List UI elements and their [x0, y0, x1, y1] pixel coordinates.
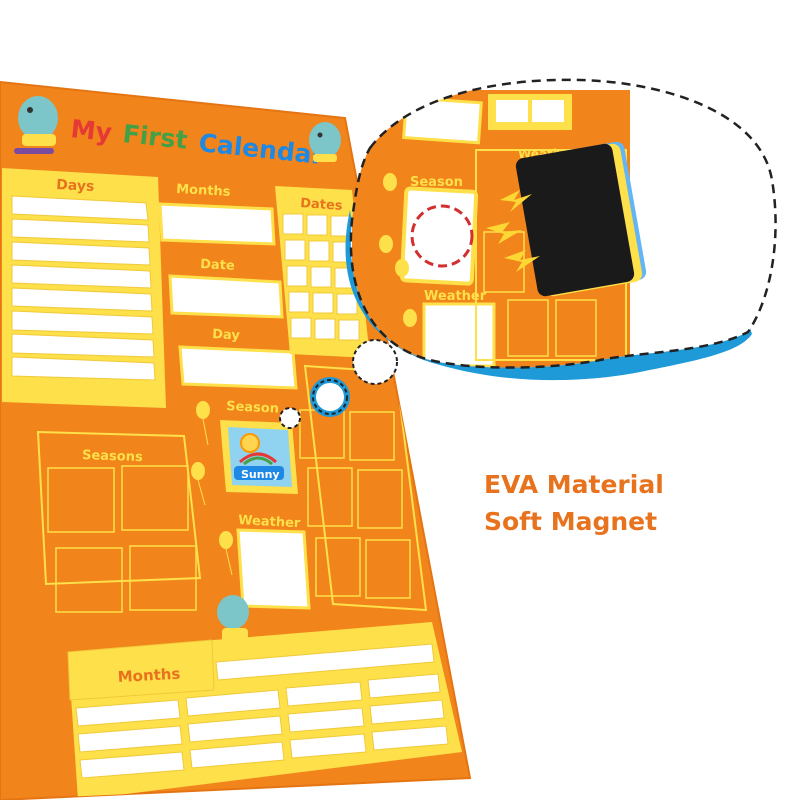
caption-material: EVA Material	[484, 470, 664, 499]
seasons-panel: Seasons	[36, 430, 202, 613]
zoom-bubble: Season Weather Weather	[345, 78, 777, 381]
feature-caption: EVA Material Soft Magnet	[484, 466, 664, 540]
sun-icon	[240, 433, 260, 453]
zoom-connector-bubbles	[279, 339, 398, 429]
days-panel: Days	[2, 168, 166, 408]
seasons-label: Seasons	[82, 448, 143, 465]
title-word-my: My	[69, 114, 113, 147]
days-label: Days	[56, 177, 95, 195]
magnetic-force-icon	[486, 190, 540, 272]
balloon-icon	[191, 401, 233, 576]
rhino-mascot-icon	[309, 122, 341, 162]
zoom-season-slot	[399, 186, 479, 286]
balloon-icon	[383, 173, 397, 191]
magnet-dashed-ring	[410, 204, 474, 268]
day-label: Day	[212, 327, 241, 343]
caption-magnet: Soft Magnet	[484, 507, 658, 536]
months-bottom-panel: Months	[67, 622, 462, 800]
rhino-mascot-icon	[14, 96, 58, 154]
sunny-label: Sunny	[241, 468, 280, 481]
weather-slot	[236, 528, 311, 610]
dates-panel: Dates	[275, 186, 370, 358]
rainbow-icon	[239, 452, 277, 464]
day-slot	[178, 345, 298, 390]
sunny-magnet: Sunny	[220, 420, 298, 494]
months-label: Months	[176, 182, 231, 200]
zoom-weather-label-bottom: Weather	[424, 289, 487, 304]
title-word-first: First	[121, 119, 189, 155]
date-label: Date	[200, 257, 236, 274]
months-slot	[158, 202, 276, 246]
date-slot	[168, 274, 284, 319]
season-label: Season	[226, 399, 280, 417]
months-bottom-label: Months	[117, 665, 181, 686]
weather-label: Weather	[238, 513, 301, 531]
zoom-season-label: Season	[410, 175, 463, 190]
magnet-layers-icon	[515, 141, 647, 297]
dates-label: Dates	[300, 196, 344, 214]
